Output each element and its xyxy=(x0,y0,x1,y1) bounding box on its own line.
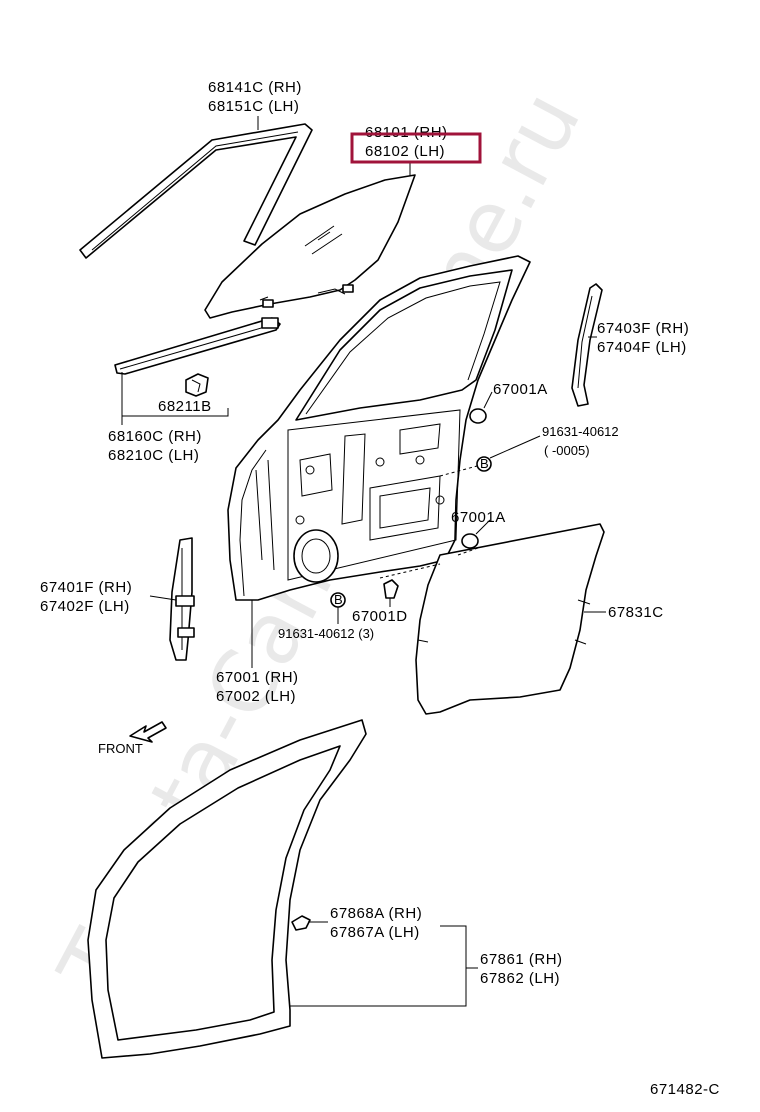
label-91631-right-suffix: ( -0005) xyxy=(544,443,590,458)
label-68141c-rh: 68141C (RH) xyxy=(208,79,302,96)
label-67002-lh: 67002 (LH) xyxy=(216,688,296,705)
label-68151c-lh: 68151C (LH) xyxy=(208,98,299,115)
label-67831c: 67831C xyxy=(608,604,664,621)
part-glass-run-channel[interactable] xyxy=(79,123,313,259)
label-67862-lh: 67862 (LH) xyxy=(480,970,560,987)
part-clip-68211b[interactable] xyxy=(185,373,209,397)
label-67001-rh: 67001 (RH) xyxy=(216,669,299,686)
highlight-68102 xyxy=(350,132,482,164)
svg-text:B: B xyxy=(334,592,343,607)
label-67402f-lh: 67402F (LH) xyxy=(40,598,130,615)
part-clip-67868a[interactable] xyxy=(291,915,311,931)
label-67404f-lh: 67404F (LH) xyxy=(597,339,687,356)
part-door-weatherstrip[interactable] xyxy=(87,719,367,1059)
part-service-cover[interactable] xyxy=(415,523,605,715)
label-91631-right: 91631-40612 xyxy=(542,424,619,439)
part-rear-sash-channel[interactable] xyxy=(571,283,603,407)
label-67001a-lower: 67001A xyxy=(451,509,506,526)
part-front-sash-channel[interactable] xyxy=(169,537,195,661)
label-67868a-rh: 67868A (RH) xyxy=(330,905,422,922)
label-67401f-rh: 67401F (RH) xyxy=(40,579,132,596)
label-67861-rh: 67861 (RH) xyxy=(480,951,563,968)
part-fastener-67001a-upper[interactable] xyxy=(469,408,487,424)
label-67001a-upper: 67001A xyxy=(493,381,548,398)
part-bolt-91631-right[interactable]: B xyxy=(476,456,492,472)
part-belt-weatherstrip[interactable] xyxy=(114,317,281,375)
part-door-panel[interactable] xyxy=(227,255,531,601)
label-68211b: 68211B xyxy=(158,398,212,415)
label-67001d: 67001D xyxy=(352,608,408,625)
label-68210c-lh: 68210C (LH) xyxy=(108,447,199,464)
part-fastener-67001a-lower[interactable] xyxy=(461,533,479,549)
front-arrow-icon xyxy=(129,721,167,743)
part-bolt-91631-lower[interactable]: B xyxy=(330,592,346,608)
part-door-glass[interactable] xyxy=(204,174,416,319)
label-91631-lower: 91631-40612 (3) xyxy=(278,626,374,641)
label-front: FRONT xyxy=(98,741,143,756)
label-67867a-lh: 67867A (LH) xyxy=(330,924,420,941)
label-68102-lh[interactable]: 68102 (LH) xyxy=(365,143,445,160)
svg-text:B: B xyxy=(480,456,489,471)
label-67403f-rh: 67403F (RH) xyxy=(597,320,689,337)
diagram-code: 671482-C xyxy=(650,1081,720,1098)
label-68160c-rh: 68160C (RH) xyxy=(108,428,202,445)
part-fastener-67001d[interactable] xyxy=(383,579,399,599)
